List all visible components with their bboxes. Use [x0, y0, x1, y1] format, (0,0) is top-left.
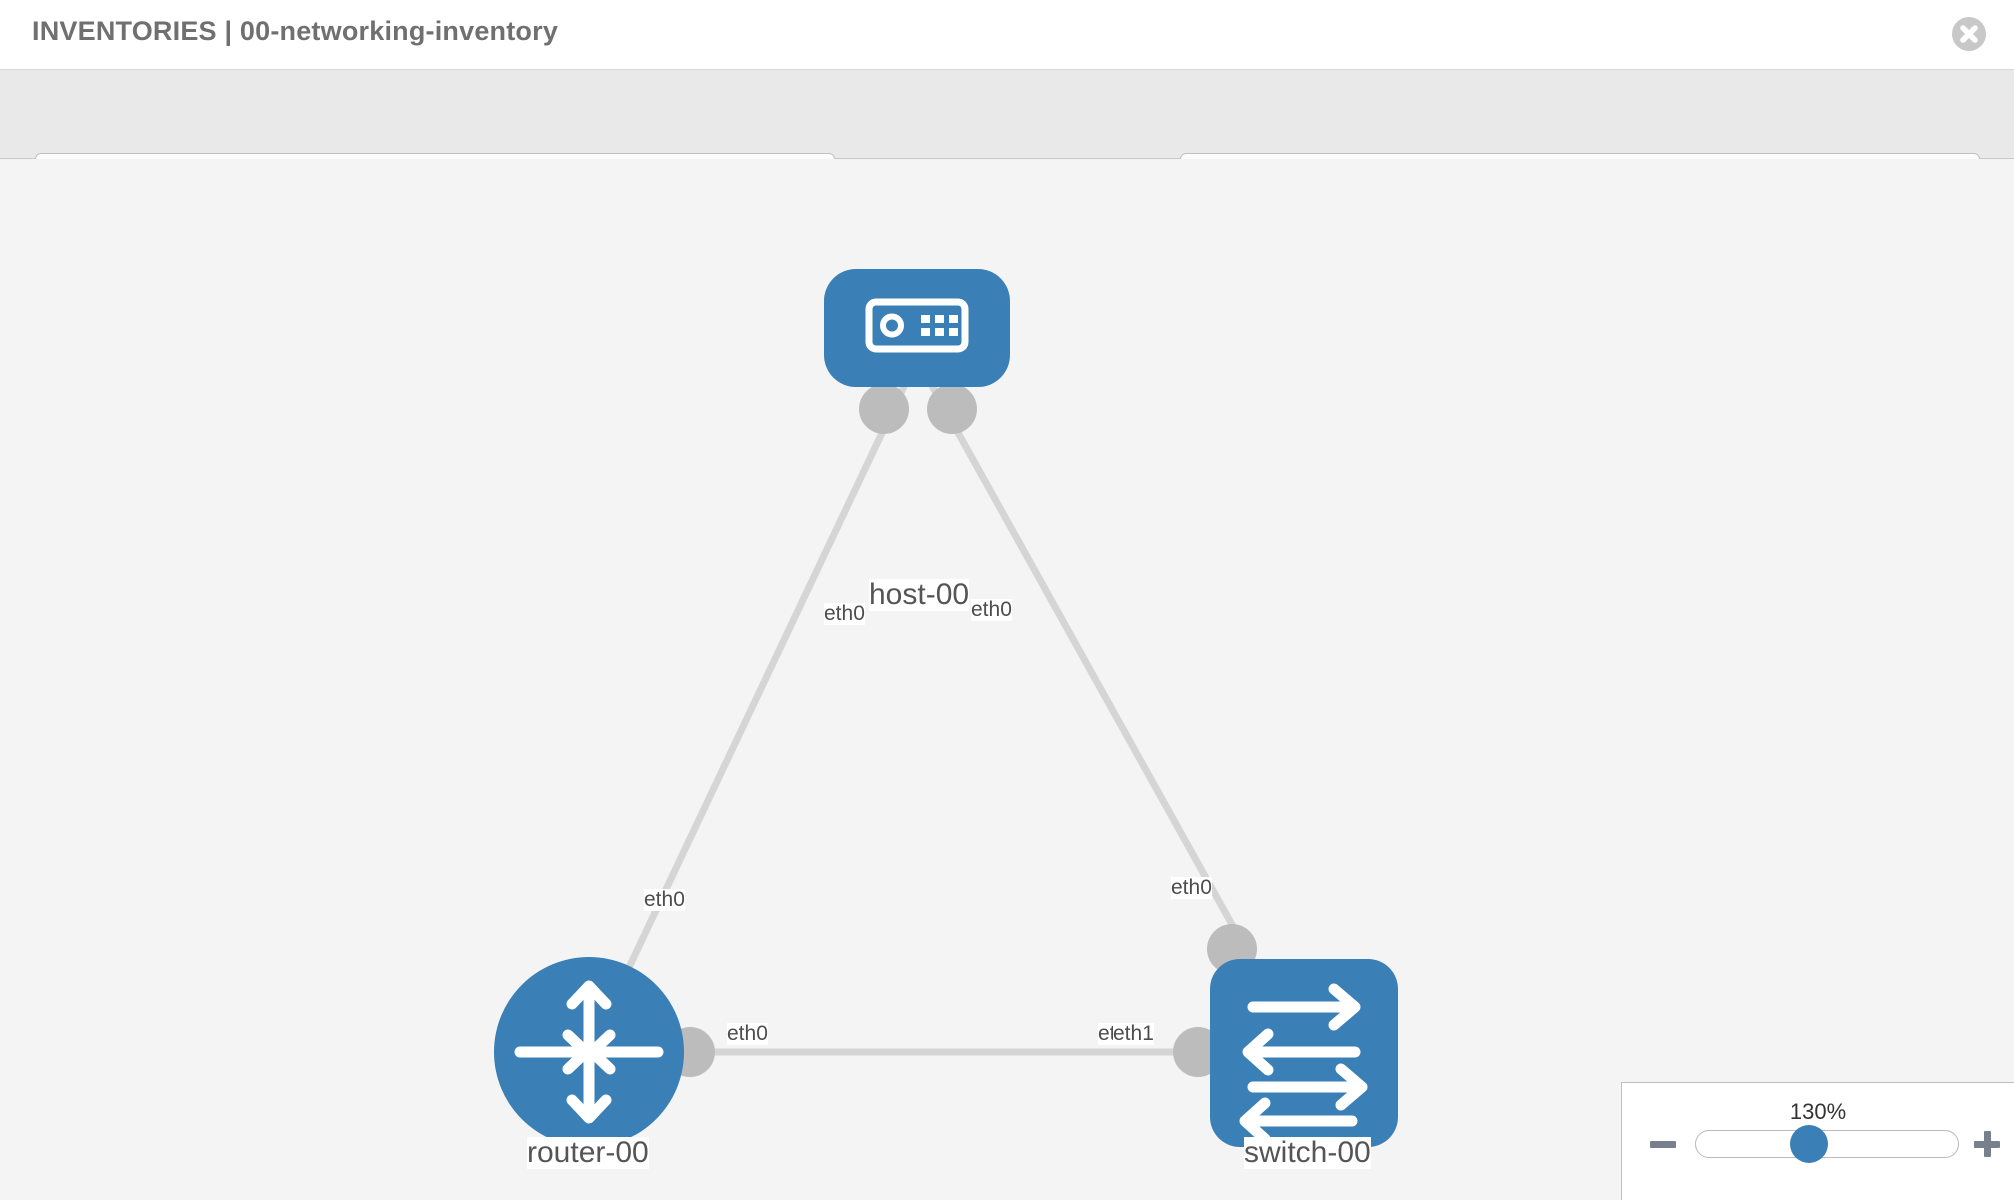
- page-title: INVENTORIES | 00-networking-inventory: [32, 16, 559, 46]
- toolbar: ACTIONS SEARCH: [0, 70, 2014, 201]
- zoom-percent-label: 130%: [1789, 1099, 1847, 1124]
- topology-links: [585, 357, 1307, 1056]
- node-name-label-switch-00: switch-00: [1244, 1136, 1371, 1169]
- connector-host00-eth0-right: [927, 384, 977, 434]
- page-header: INVENTORIES | 00-networking-inventory: [0, 0, 2014, 70]
- zoom-slider-handle[interactable]: [1790, 1125, 1828, 1163]
- link-router00-host00: [585, 357, 921, 1054]
- interface-label-switch00-uplink: eth0: [1171, 876, 1212, 900]
- interface-label-host00-left: eth0: [824, 602, 865, 626]
- interface-label-router00-uplink: eth0: [644, 888, 685, 912]
- topology-connectors: [665, 384, 1257, 1077]
- zoom-out-button[interactable]: [1650, 1141, 1676, 1148]
- interface-label-switch00-eth1: eth1: [1113, 1022, 1154, 1046]
- server-icon: [865, 298, 969, 353]
- zoom-in-button[interactable]: [1974, 1131, 2000, 1157]
- router-arrows-icon: [514, 980, 664, 1124]
- node-router-00: [494, 957, 684, 1147]
- zoom-control-panel: 130%: [1621, 1082, 2014, 1200]
- node-name-label-router-00: router-00: [527, 1136, 649, 1169]
- switch-arrows-icon: [1239, 983, 1368, 1145]
- node-host-00: [824, 269, 1010, 387]
- connector-host00-eth0-left: [859, 384, 909, 434]
- interface-label-router00-eth0: eth0: [727, 1022, 768, 1046]
- close-icon[interactable]: [1952, 17, 1986, 51]
- interface-label-host00-right: eth0: [971, 598, 1012, 622]
- node-name-label-host-00: host-00: [869, 578, 970, 611]
- topology-graph: [494, 269, 1398, 1147]
- topology-canvas[interactable]: host-00 router-00 switch-00 eth0 eth0 et…: [0, 159, 2014, 1200]
- node-switch-00: [1210, 959, 1398, 1147]
